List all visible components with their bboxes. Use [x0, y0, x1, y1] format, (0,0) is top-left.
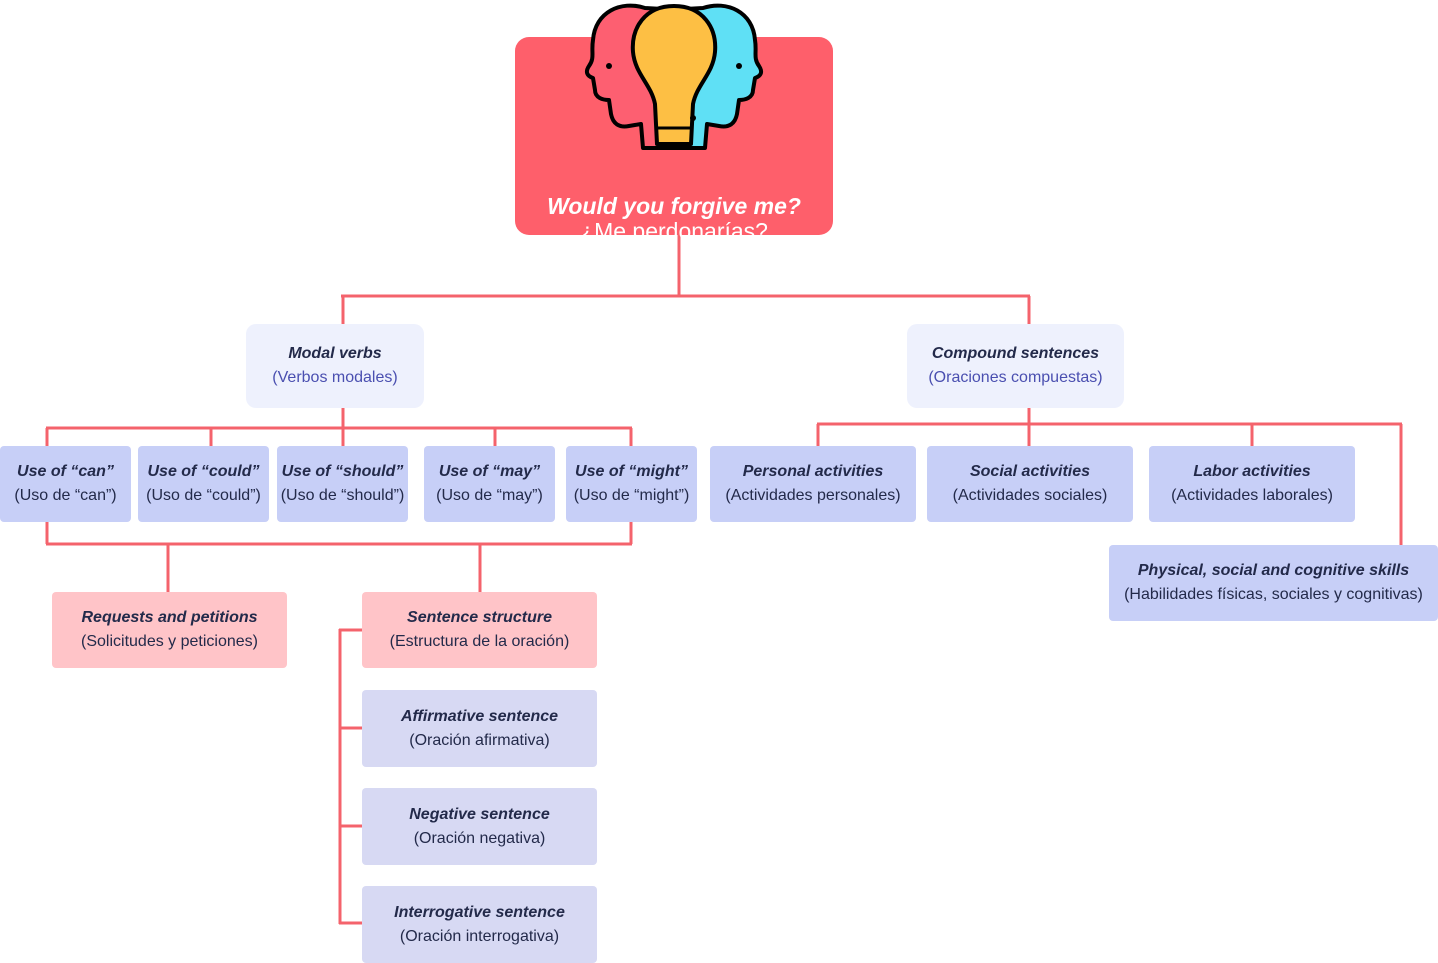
node-subtitle: (Oraciones compuestas) — [928, 369, 1103, 386]
node-modal-verbs: Modal verbs (Verbos modales) — [246, 324, 424, 408]
node-title: Modal verbs — [288, 345, 382, 362]
node-interrogative-sentence: Interrogative sentence (Oración interrog… — [362, 886, 597, 963]
node-use-should: Use of “should” (Uso de “should”) — [277, 446, 408, 522]
node-negative-sentence: Negative sentence (Oración negativa) — [362, 788, 597, 865]
node-title: Requests and petitions — [81, 609, 258, 626]
node-title: Sentence structure — [407, 609, 552, 626]
node-use-could: Use of “could” (Uso de “could”) — [138, 446, 269, 522]
node-title: Negative sentence — [409, 805, 550, 823]
node-subtitle: (Uso de “may”) — [436, 487, 543, 504]
node-subtitle: (Oración negativa) — [413, 829, 546, 847]
node-subtitle: (Solicitudes y peticiones) — [81, 633, 258, 650]
node-subtitle: (Uso de “can”) — [14, 487, 117, 504]
node-subtitle: (Uso de “should”) — [280, 487, 405, 504]
node-title: Interrogative sentence — [394, 903, 565, 921]
node-subtitle: (Actividades sociales) — [952, 487, 1108, 504]
node-title: Use of “may” — [438, 463, 541, 480]
root-subtitle: ¿Me perdonarías? — [580, 218, 768, 244]
two-heads-lightbulb-icon — [584, 3, 764, 150]
node-title: Labor activities — [1193, 463, 1311, 480]
node-subtitle: (Actividades personales) — [725, 487, 901, 504]
node-subtitle: (Verbos modales) — [272, 369, 398, 386]
root-title: Would you forgive me? — [547, 193, 801, 219]
node-title: Physical, social and cognitive skills — [1137, 562, 1410, 579]
node-title: Compound sentences — [931, 345, 1100, 362]
node-subtitle: (Uso de “could”) — [146, 487, 261, 504]
node-social-activities: Social activities (Actividades sociales) — [927, 446, 1133, 522]
node-title: Use of “can” — [17, 463, 114, 480]
node-subtitle: (Habilidades físicas, sociales y cogniti… — [1124, 586, 1423, 603]
node-title: Affirmative sentence — [400, 707, 559, 725]
node-title: Personal activities — [742, 463, 884, 480]
node-use-can: Use of “can” (Uso de “can”) — [0, 446, 131, 522]
node-subtitle: (Estructura de la oración) — [389, 633, 570, 650]
node-subtitle: (Uso de “might”) — [573, 487, 690, 504]
node-title: Use of “could” — [147, 463, 260, 480]
node-use-might: Use of “might” (Uso de “might”) — [566, 446, 697, 522]
node-subtitle: (Oración afirmativa) — [409, 731, 550, 749]
node-labor-activities: Labor activities (Actividades laborales) — [1149, 446, 1355, 522]
node-title: Use of “should” — [281, 463, 404, 480]
node-affirmative-sentence: Affirmative sentence (Oración afirmativa… — [362, 690, 597, 767]
node-requests-petitions: Requests and petitions (Solicitudes y pe… — [52, 592, 287, 668]
node-title: Use of “might” — [575, 463, 688, 480]
node-use-may: Use of “may” (Uso de “may”) — [424, 446, 555, 522]
node-title: Social activities — [969, 463, 1091, 480]
node-sentence-structure: Sentence structure (Estructura de la ora… — [362, 592, 597, 668]
node-subtitle: (Oración interrogativa) — [399, 927, 560, 945]
node-skills: Physical, social and cognitive skills (H… — [1109, 545, 1438, 621]
node-personal-activities: Personal activities (Actividades persona… — [710, 446, 916, 522]
node-subtitle: (Actividades laborales) — [1171, 487, 1333, 504]
node-compound-sentences: Compound sentences (Oraciones compuestas… — [907, 324, 1124, 408]
